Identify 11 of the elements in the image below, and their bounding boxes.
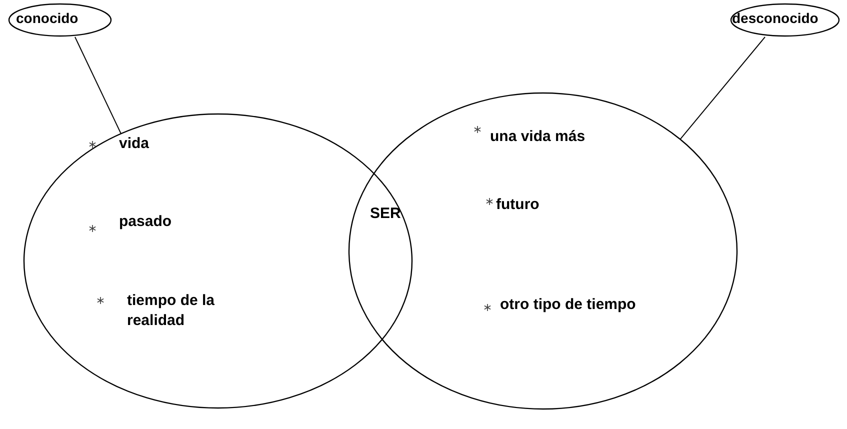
item-text: vida — [119, 135, 150, 152]
set-label: conocido — [16, 10, 78, 26]
item-text: futuro — [496, 196, 540, 213]
connector-line — [74, 36, 122, 134]
set-label: desconocido — [732, 10, 818, 26]
item-text: otro tipo de tiempo — [500, 296, 636, 313]
intersection-label: SER — [370, 205, 401, 222]
item-text: una vida más — [490, 128, 586, 145]
item-text: pasado — [119, 213, 172, 230]
connector-line — [680, 36, 766, 140]
item-text: tiempo de la realidad — [127, 291, 216, 331]
